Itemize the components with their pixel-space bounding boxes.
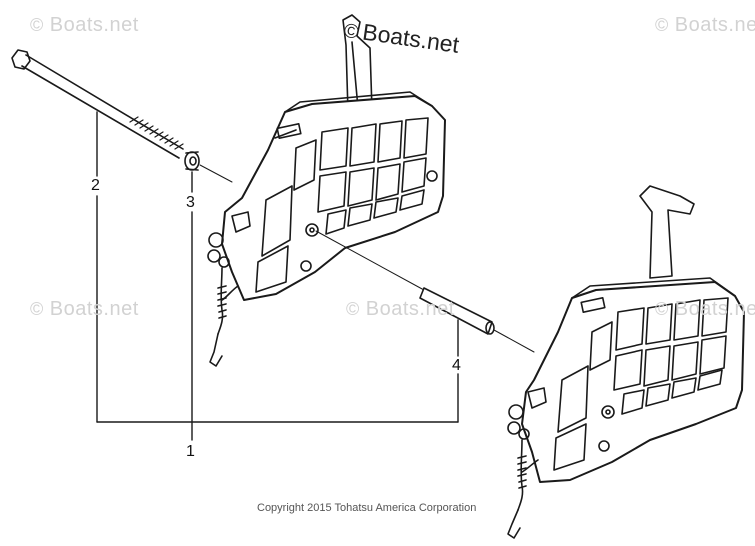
watermark-top-right: ©Boats.net (655, 14, 755, 36)
bolt-part (11, 49, 184, 159)
watermark-mid-right: ©Boats.net (655, 298, 755, 320)
callout-3: 3 (186, 194, 195, 211)
copyright-text: Copyright 2015 Tohatsu America Corporati… (257, 502, 477, 514)
shaft-part (315, 230, 535, 353)
watermark-mid-left: ©Boats.net (30, 298, 139, 320)
remote-control-box-lower (507, 185, 745, 539)
watermark-top-left: ©Boats.net (30, 14, 139, 36)
remote-control-box-upper (207, 14, 446, 367)
watermark-mid-center: ©Boats.net (346, 298, 455, 320)
nut-part (184, 151, 200, 171)
callout-leader-lines (96, 111, 459, 441)
callout-1: 1 (186, 443, 195, 460)
callout-4: 4 (452, 357, 461, 374)
callout-2: 2 (91, 177, 100, 194)
